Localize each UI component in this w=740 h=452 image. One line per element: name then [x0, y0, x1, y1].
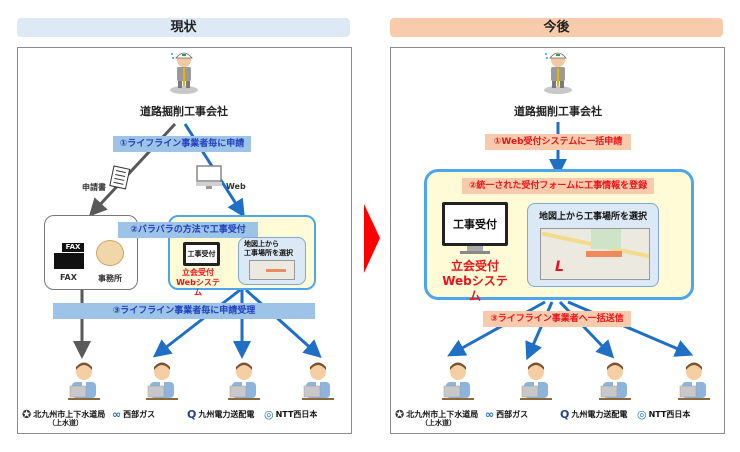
kyuden-logo-icon: Q	[560, 408, 570, 421]
utility-logo: ✪北九州市上下水道局（上水道）	[22, 408, 106, 427]
office-label: 事務所	[98, 274, 122, 283]
utility-logo: ∞西部ガス	[112, 408, 155, 421]
system-name-left: 立会受付 Webシステム	[176, 268, 220, 297]
future-step-3: ③ライフライン事業者へ一括送信	[483, 311, 631, 327]
staff-person-icon	[66, 358, 102, 402]
utility-name: 北九州市上下水道局	[406, 410, 479, 419]
city-emblem-icon: ✪	[22, 408, 32, 421]
fax-icon: FAX	[54, 243, 84, 269]
future-step-1: ①Web受付システムに一括申請	[485, 134, 631, 150]
reception-monitor-future: 工事受付	[442, 202, 508, 246]
current-step-2: ②バラバラの方法で工事受付	[118, 222, 258, 238]
staff-person-icon	[144, 358, 180, 402]
reception-monitor: 工事受付	[183, 242, 220, 266]
utility-logo: ∞西部ガス	[485, 408, 528, 421]
company-name: 道路掘削工事会社	[140, 105, 228, 118]
map-thumbnail-future: L	[540, 228, 650, 280]
staff-person-icon	[676, 358, 712, 402]
utility-name: 九州電力送配電	[198, 410, 255, 419]
staff-person-icon	[518, 358, 554, 402]
saibu-gas-logo-icon: ∞	[485, 408, 495, 421]
utility-logo: ✪北九州市上下水道局（上水道）	[395, 408, 479, 427]
staff-person-icon	[597, 358, 633, 402]
bubble-text-future: 地図上から工事場所を選択	[538, 212, 647, 222]
ntt-logo-icon: ◎	[637, 408, 647, 421]
utility-sub-name: （上水道）	[48, 419, 83, 427]
city-emblem-icon: ✪	[395, 408, 405, 421]
bubble-text-2: 工事場所を選択	[244, 249, 293, 257]
ntt-logo-icon: ◎	[264, 408, 274, 421]
office-icon	[96, 240, 124, 266]
current-step-1: ①ライフライン事業者毎に申請	[113, 136, 251, 152]
map-select-bubble-future: 地図上から工事場所を選択 L	[527, 203, 659, 287]
utility-name: 西部ガス	[496, 410, 529, 419]
utility-name: 九州電力送配電	[571, 410, 628, 419]
kyuden-logo-icon: Q	[187, 408, 197, 421]
web-label: Web	[226, 182, 246, 191]
utility-name: NTT西日本	[648, 410, 691, 419]
utility-logo: ◎NTT西日本	[637, 408, 690, 421]
future-step-2: ②統一された受付フォームに工事情報を登録	[462, 178, 654, 194]
fax-label: FAX	[60, 273, 77, 282]
utility-name: 西部ガス	[123, 410, 156, 419]
map-thumbnail	[249, 260, 295, 280]
utility-name: 北九州市上下水道局	[33, 410, 106, 419]
current-step-3: ③ライフライン事業者毎に申請受理	[53, 303, 315, 319]
current-header: 現状	[17, 18, 350, 37]
map-select-bubble: 地図上から 工事場所を選択	[238, 237, 306, 285]
bubble-text-1: 地図上から	[244, 240, 279, 248]
utility-sub-name: （上水道）	[421, 419, 456, 427]
application-form-label: 申請書	[82, 183, 106, 192]
utility-name: NTT西日本	[275, 410, 318, 419]
staff-person-icon	[440, 358, 476, 402]
company-name-future: 道路掘削工事会社	[514, 105, 602, 118]
utility-logo: ◎NTT西日本	[264, 408, 317, 421]
staff-person-icon	[226, 358, 262, 402]
future-header: 今後	[390, 18, 723, 37]
staff-person-icon	[300, 358, 336, 402]
system-name-right: 立会受付 Webシステム	[442, 259, 508, 303]
saibu-gas-logo-icon: ∞	[112, 408, 122, 421]
